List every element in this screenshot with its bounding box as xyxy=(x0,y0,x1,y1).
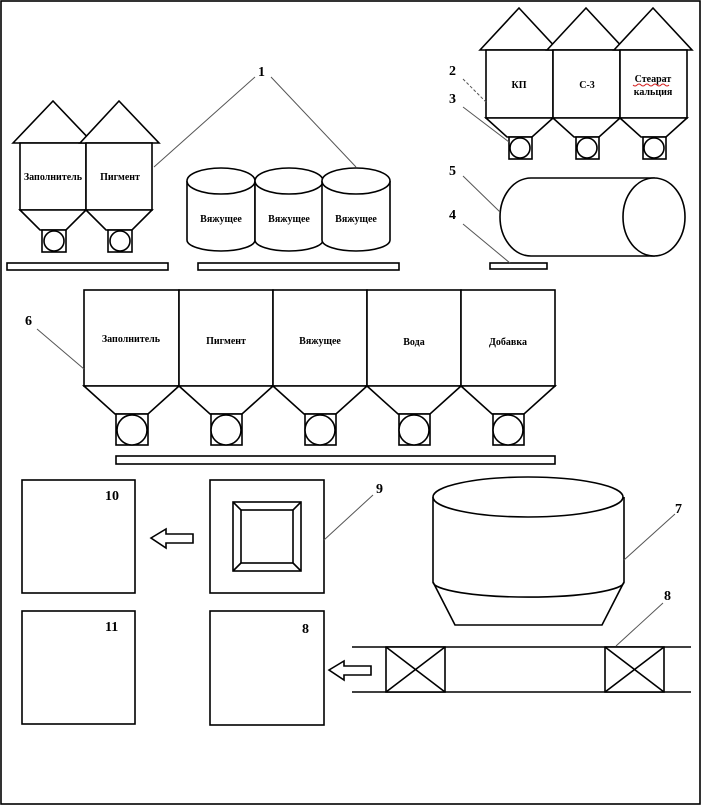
number-11: 11 xyxy=(105,620,118,635)
drum-binder-1-label: Вяжущее xyxy=(200,214,242,225)
drum-binder-2: Вяжущее xyxy=(254,167,324,252)
platform-dosers xyxy=(115,455,556,465)
platform-left xyxy=(6,262,169,271)
conveyor xyxy=(352,646,691,693)
leader-2 xyxy=(462,78,487,103)
doser-binder-label: Вяжущее xyxy=(299,336,341,347)
doser-filler-label: Заполнитель xyxy=(102,334,161,345)
mixer-tank xyxy=(432,476,625,626)
leader-9 xyxy=(323,494,374,541)
doser-water: Вода xyxy=(364,289,464,446)
box-11 xyxy=(21,610,136,725)
number-6: 6 xyxy=(25,314,32,329)
bin-calcium-stearate-label-line2: кальция xyxy=(634,87,673,98)
bin-calcium-stearate-label-line1: Стеарат xyxy=(635,74,672,85)
bin-filler-left-label: Заполнитель xyxy=(24,172,83,183)
number-9: 9 xyxy=(376,482,383,497)
number-8-box: 8 xyxy=(302,622,309,637)
box-10 xyxy=(21,479,136,594)
bin-calcium-stearate: Стеарат кальция xyxy=(612,6,694,160)
leader-1-b xyxy=(270,76,357,168)
leader-6 xyxy=(36,328,85,370)
arrow-left-conveyor-to-8 xyxy=(327,659,372,682)
bin-kp-label: КП xyxy=(511,80,526,91)
number-8-conveyor: 8 xyxy=(664,589,671,604)
leader-8-conveyor xyxy=(615,602,664,647)
box-8 xyxy=(209,610,325,726)
leader-1-a xyxy=(153,76,256,168)
number-10: 10 xyxy=(105,489,119,504)
bin-pigment-left-label: Пигмент xyxy=(100,172,140,183)
leader-4 xyxy=(462,223,511,264)
drum-binder-1: Вяжущее xyxy=(186,167,256,252)
spellcheck-underline xyxy=(632,83,670,87)
drum-binder-3-label: Вяжущее xyxy=(335,214,377,225)
leader-7 xyxy=(623,513,676,561)
number-5: 5 xyxy=(449,164,456,179)
number-7: 7 xyxy=(675,502,682,517)
horizontal-tank xyxy=(499,177,686,257)
arrow-left-9-to-10 xyxy=(149,527,194,550)
box-9-mold xyxy=(209,479,325,594)
bin-c3-label: С-3 xyxy=(579,80,595,91)
leader-5 xyxy=(462,175,501,213)
doser-pigment-label: Пигмент xyxy=(206,336,246,347)
drum-binder-3: Вяжущее xyxy=(321,167,391,252)
doser-additive-label: Добавка xyxy=(489,337,527,348)
bin-c3: С-3 xyxy=(545,6,627,160)
number-4: 4 xyxy=(449,208,456,223)
doser-binder: Вяжущее xyxy=(270,289,370,446)
number-2: 2 xyxy=(449,64,456,79)
number-1: 1 xyxy=(258,65,265,80)
bin-kp: КП xyxy=(478,6,560,160)
platform-middle xyxy=(197,262,400,271)
leader-3 xyxy=(462,106,510,143)
doser-pigment: Пигмент xyxy=(176,289,276,446)
doser-water-label: Вода xyxy=(403,337,424,348)
bin-pigment-left: Пигмент xyxy=(78,99,161,253)
drum-binder-2-label: Вяжущее xyxy=(268,214,310,225)
doser-additive: Добавка xyxy=(458,289,558,446)
conveyor-roller-left xyxy=(385,646,446,693)
bin-filler-left: Заполнитель xyxy=(11,99,95,253)
platform-right xyxy=(489,262,548,270)
conveyor-roller-right xyxy=(604,646,665,693)
number-3: 3 xyxy=(449,92,456,107)
doser-filler: Заполнитель xyxy=(81,289,182,446)
